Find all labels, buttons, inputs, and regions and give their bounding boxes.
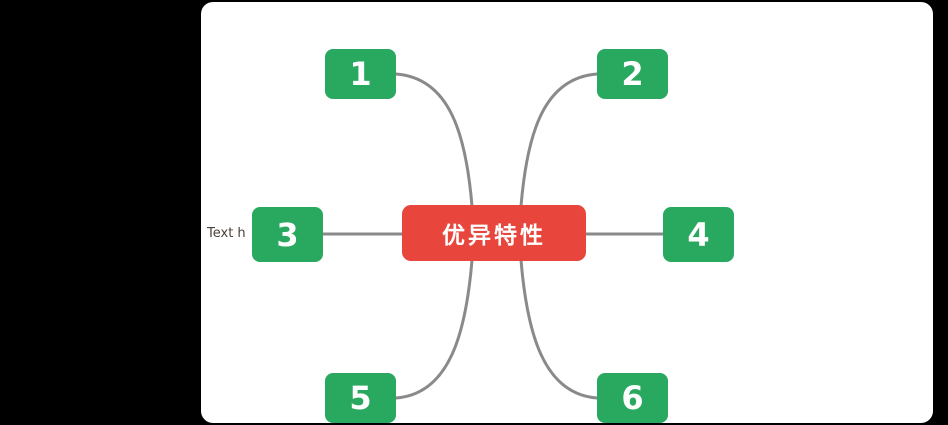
center-node[interactable]: 优异特性 [402,205,586,261]
stray-text-label: Text h [207,226,246,241]
node-5[interactable]: 5 [325,373,396,423]
node-6[interactable]: 6 [597,373,668,423]
node-4[interactable]: 4 [663,207,734,262]
node-3[interactable]: 3 [252,207,323,262]
node-2[interactable]: 2 [597,49,668,99]
node-1[interactable]: 1 [325,49,396,99]
